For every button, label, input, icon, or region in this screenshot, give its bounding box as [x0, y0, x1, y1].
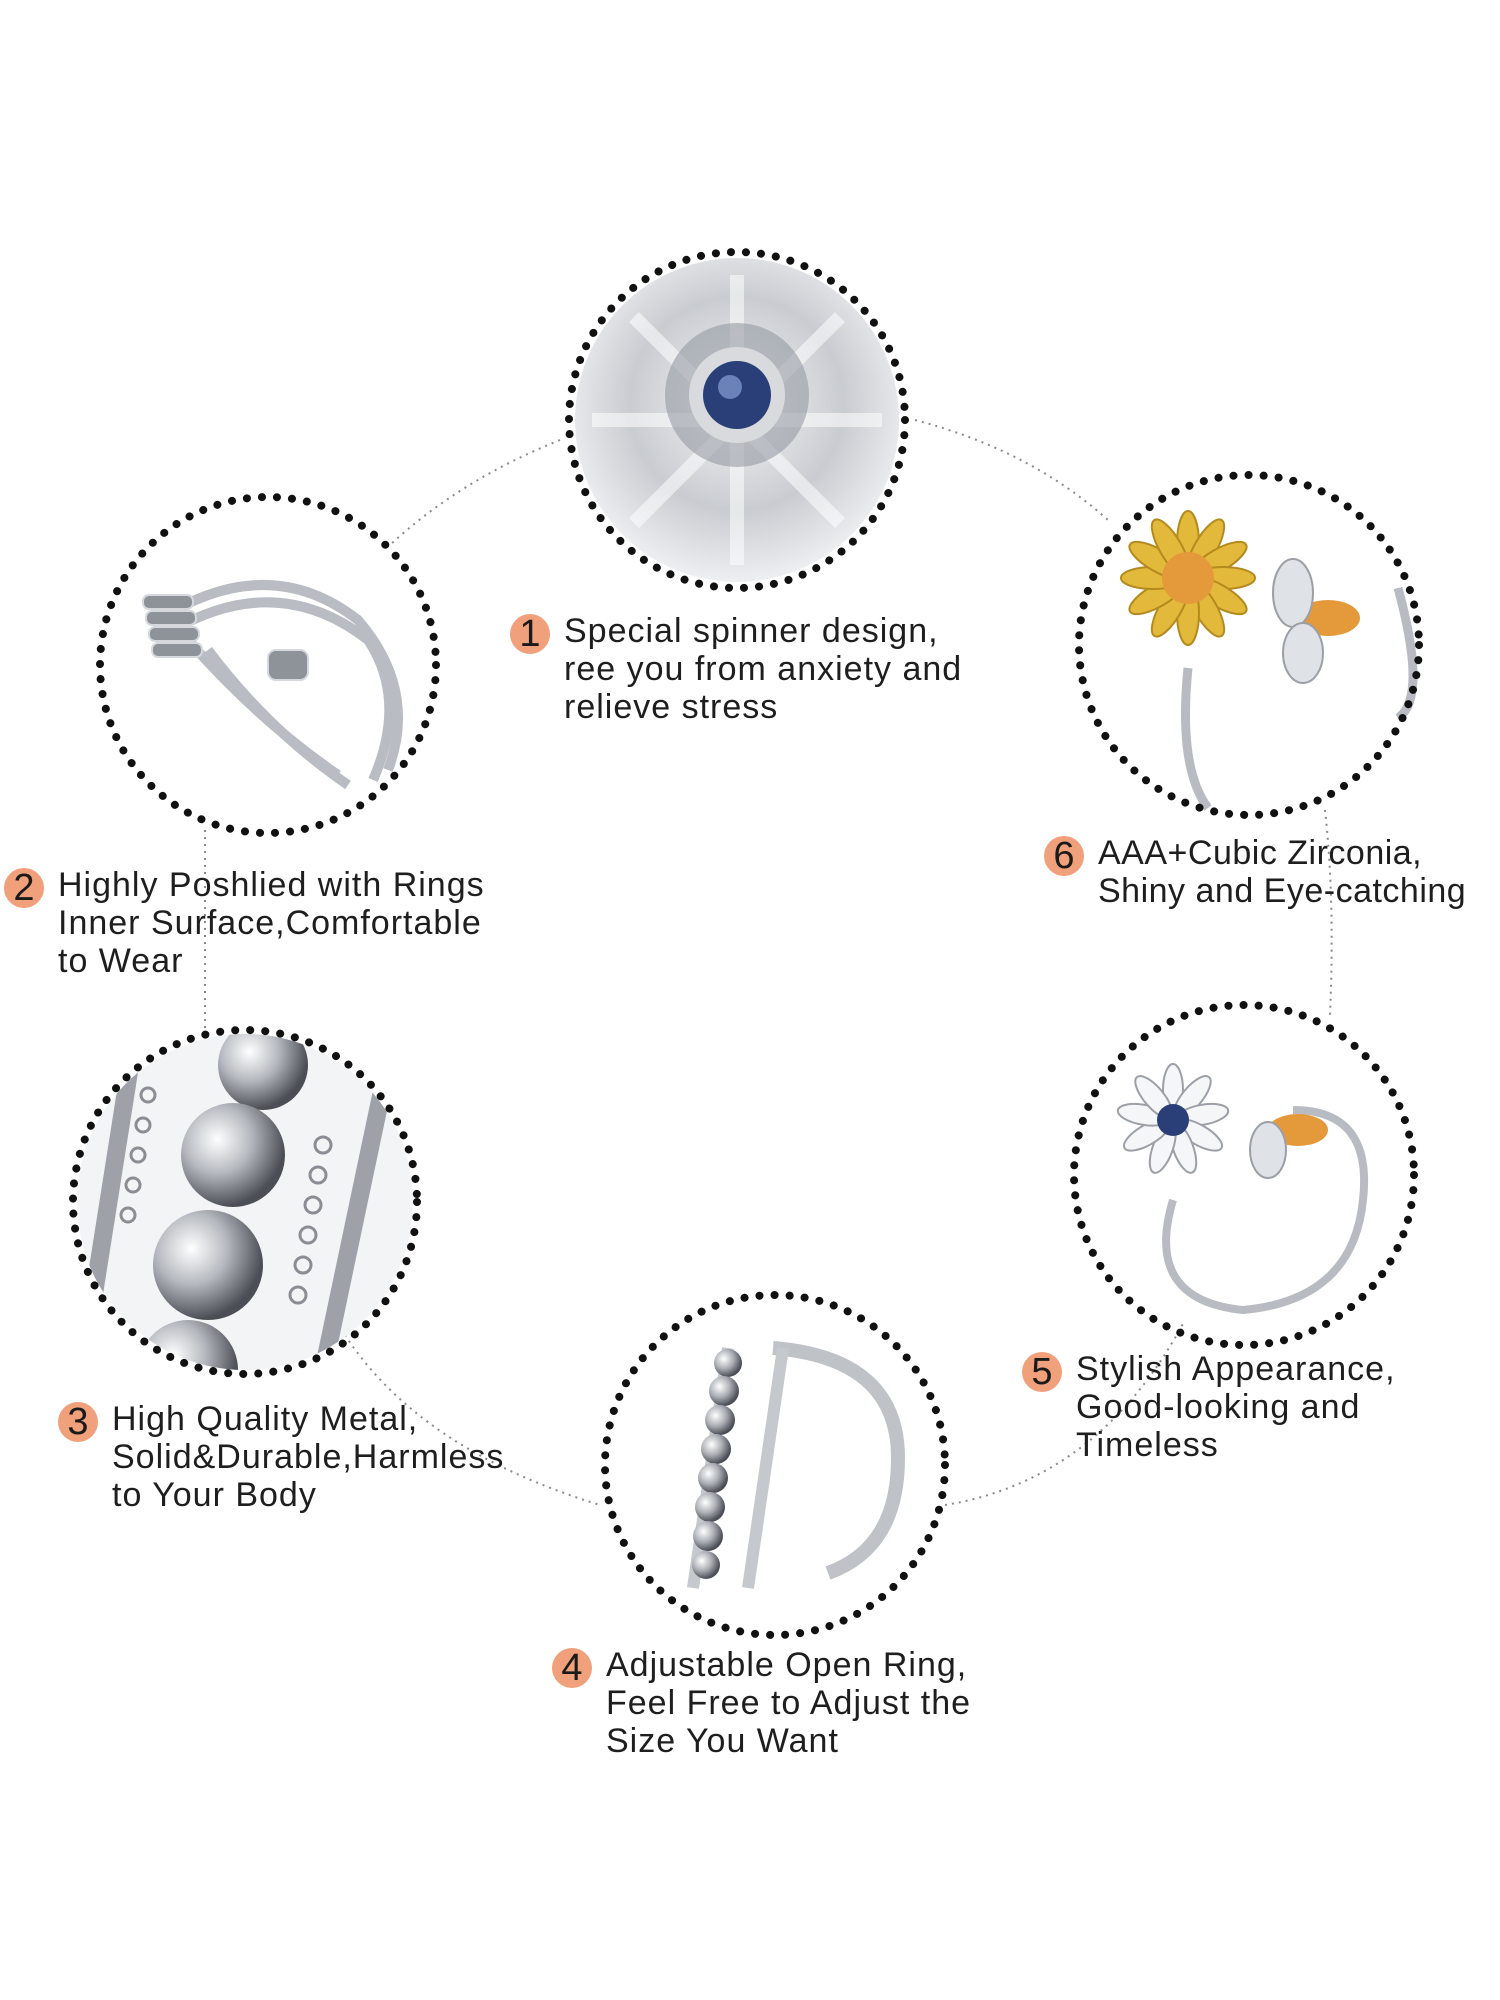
- feature-description: Adjustable Open Ring, Feel Free to Adjus…: [606, 1646, 971, 1760]
- feature-line: Timeless: [1076, 1426, 1219, 1464]
- feature-line: Size You Want: [606, 1722, 839, 1760]
- daisy-bee-ring-image: [1070, 1001, 1418, 1349]
- feature-line: relieve stress: [564, 688, 779, 726]
- spinner-ring-closeup-image: [565, 248, 909, 592]
- feature-number-badge: 3: [58, 1402, 98, 1442]
- feature-line: Solid&Durable,Harmless: [112, 1438, 505, 1476]
- feature-line: to Your Body: [112, 1476, 317, 1514]
- bead-band-ring-image: [601, 1291, 949, 1639]
- feature-3: 3 High Quality Metal, Solid&Durable,Harm…: [58, 1400, 504, 1514]
- feature-line: Special spinner design,: [564, 612, 939, 650]
- feature-1: 1 Special spinner design, ree you from a…: [510, 612, 962, 726]
- feature-description: AAA+Cubic Zirconia, Shiny and Eye-catchi…: [1098, 834, 1466, 910]
- feature-description: High Quality Metal, Solid&Durable,Harmle…: [112, 1400, 504, 1514]
- feature-line: Feel Free to Adjust the: [606, 1684, 972, 1722]
- feature-number-badge: 1: [510, 614, 550, 654]
- feature-number-badge: 2: [4, 868, 44, 908]
- feature-line: Highly Poshlied with Rings: [58, 866, 485, 904]
- feature-line: ree you from anxiety and: [564, 650, 963, 688]
- feature-5: 5 Stylish Appearance, Good-looking and T…: [1022, 1350, 1396, 1464]
- feature-line: Inner Surface,Comfortable: [58, 904, 482, 942]
- sunflower-bee-ring-image: [1075, 471, 1423, 819]
- feature-4: 4 Adjustable Open Ring, Feel Free to Adj…: [552, 1646, 971, 1760]
- feature-line: AAA+Cubic Zirconia,: [1098, 834, 1423, 872]
- bead-ring-macro-image: [69, 1026, 421, 1378]
- feature-line: to Wear: [58, 942, 184, 980]
- feature-line: Good-looking and: [1076, 1388, 1361, 1426]
- feature-line: Shiny and Eye-catching: [1098, 872, 1467, 910]
- feature-description: Highly Poshlied with Rings Inner Surface…: [58, 866, 485, 980]
- feature-line: Stylish Appearance,: [1076, 1350, 1396, 1388]
- feature-6: 6 AAA+Cubic Zirconia, Shiny and Eye-catc…: [1044, 834, 1466, 910]
- feature-number-badge: 4: [552, 1648, 592, 1688]
- feature-2: 2 Highly Poshlied with Rings Inner Surfa…: [4, 866, 485, 980]
- feature-number-badge: 5: [1022, 1352, 1062, 1392]
- feature-number-badge: 6: [1044, 836, 1084, 876]
- feature-line: High Quality Metal,: [112, 1400, 419, 1438]
- coil-spinner-ring-image: [96, 493, 440, 837]
- feature-description: Special spinner design, ree you from anx…: [564, 612, 962, 726]
- feature-line: Adjustable Open Ring,: [606, 1646, 968, 1684]
- feature-description: Stylish Appearance, Good-looking and Tim…: [1076, 1350, 1396, 1464]
